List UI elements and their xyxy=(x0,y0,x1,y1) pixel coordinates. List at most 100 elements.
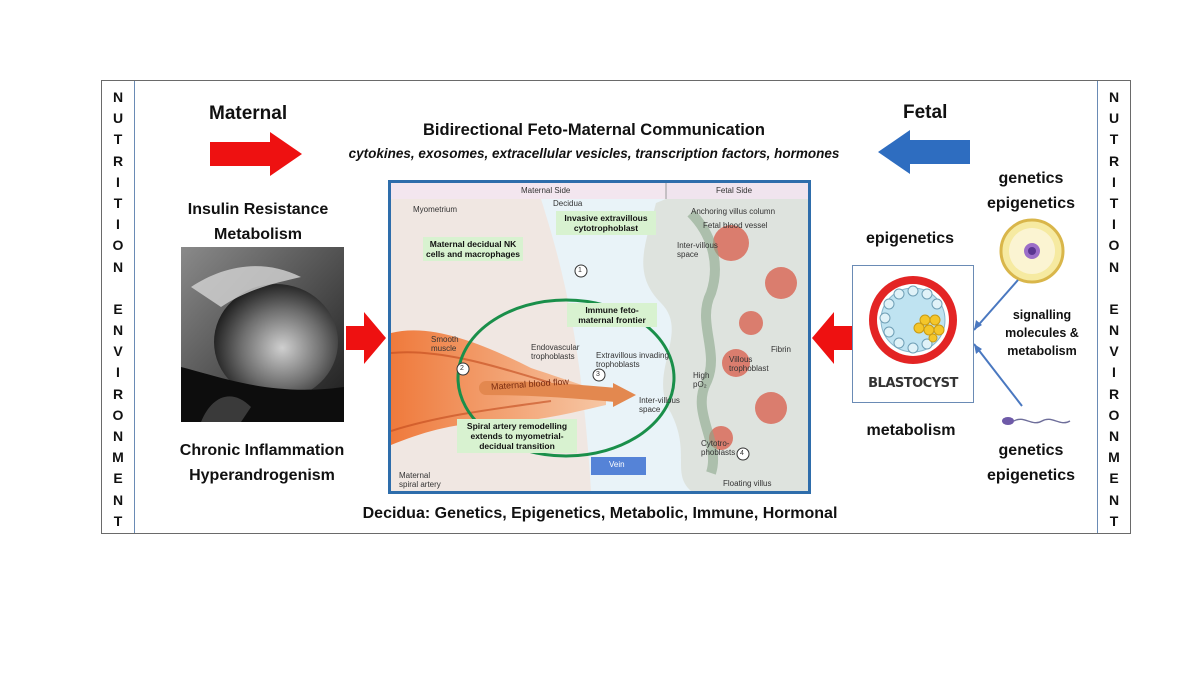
genetics-bottom-text: genetics xyxy=(998,442,1064,459)
callout-invasive: Invasive extravillous cytotrophoblast xyxy=(556,211,656,235)
vertical-letter: U xyxy=(112,110,124,127)
intervillous-line1: Inter-villous xyxy=(677,241,718,250)
marker-3: 3 xyxy=(596,371,600,378)
vertical-letter: I xyxy=(116,364,120,381)
epigenetics-bottom-text: epigenetics xyxy=(986,467,1076,484)
left-arrow-icon xyxy=(878,130,970,174)
epigenetics-top-text: epigenetics xyxy=(986,195,1076,212)
signalling-label: signalling molecules & metabolism xyxy=(990,306,1094,360)
maternal-label: Maternal xyxy=(209,103,288,124)
vertical-letter: E xyxy=(113,300,123,317)
callout-nk-cells: Maternal decidual NK cells and macrophag… xyxy=(423,237,523,261)
vertical-letter: N xyxy=(112,89,124,105)
intervillous-line2: space xyxy=(677,250,699,259)
vertical-letter: E xyxy=(113,470,123,487)
villous-line2: trophoblast xyxy=(729,364,769,373)
communication-subtitle: cytokines, exosomes, extracellular vesic… xyxy=(348,146,840,161)
vertical-letter: T xyxy=(1109,194,1119,211)
vertical-letter: N xyxy=(112,491,124,508)
fetal-side-header: Fetal Side xyxy=(716,186,753,195)
vertical-letter: R xyxy=(1108,152,1120,169)
smooth-line1: Smooth xyxy=(431,335,459,344)
vertical-letter: N xyxy=(112,428,124,444)
maternal-side-header: Maternal Side xyxy=(521,186,571,195)
smooth-muscle-label: Smooth muscle xyxy=(431,335,459,353)
decidua-small-label: Decidua xyxy=(553,199,583,208)
endo-line2: trophoblasts xyxy=(531,352,575,361)
cyto-line1: Cytotro- xyxy=(701,439,730,448)
left-arrow-icon xyxy=(812,312,852,364)
vertical-letter: O xyxy=(1108,237,1120,254)
metabolism-label: metabolism xyxy=(866,422,956,439)
fibrin-label: Fibrin xyxy=(771,345,792,354)
smooth-line2: muscle xyxy=(431,344,457,353)
decidua-footer: Decidua: Genetics, Epigenetics, Metaboli… xyxy=(362,505,838,522)
vertical-letter: T xyxy=(1109,512,1119,529)
vertical-letter: N xyxy=(1108,428,1120,444)
genetics-bottom-label: genetics epigenetics xyxy=(978,438,1084,488)
marker-2: 2 xyxy=(460,365,464,372)
diagram-frame xyxy=(101,80,1131,534)
right-arrow-icon xyxy=(210,132,302,176)
genetics-top-label: genetics epigenetics xyxy=(978,166,1084,216)
communication-title: Bidirectional Feto-Maternal Communicatio… xyxy=(423,121,765,139)
extravillous-label: Extravillous invading trophoblasts xyxy=(596,351,669,369)
vertical-letter: V xyxy=(113,343,123,360)
vein-label: Vein xyxy=(609,460,625,469)
oocyte-icon xyxy=(999,218,1065,284)
vertical-letter: O xyxy=(112,237,124,254)
villous-line1: Villous xyxy=(729,355,753,364)
vertical-letter: N xyxy=(1108,322,1120,339)
vertical-letter: T xyxy=(1109,131,1119,148)
intervillous-label: Inter-villous space xyxy=(677,241,718,259)
vertical-letter: I xyxy=(1112,364,1116,381)
decidua-placenta-figure: Maternal Side Fetal Side Myometrium Deci… xyxy=(388,180,811,494)
vertical-letter: U xyxy=(1108,110,1120,127)
vertical-letter: T xyxy=(113,131,123,148)
blastocyst-label: BLASTOCYST xyxy=(868,376,958,391)
vertical-letter: O xyxy=(112,406,124,423)
genetics-top-text: genetics xyxy=(998,170,1064,187)
vertical-letter: R xyxy=(1108,385,1120,402)
cytotrophoblasts-label: Cytotro- phoblasts xyxy=(701,439,735,457)
chronic-inflammation-text: Chronic Inflammation xyxy=(179,442,345,459)
vertical-letter: I xyxy=(1112,216,1116,233)
villous-trophoblast-label: Villous trophoblast xyxy=(729,355,769,373)
vertical-letter: N xyxy=(1108,491,1120,508)
vertical-letter: E xyxy=(1109,470,1119,487)
chronic-inflammation-label: Chronic Inflammation Hyperandrogenism xyxy=(162,438,362,488)
vertical-letter: I xyxy=(116,216,120,233)
cyto-line2: phoblasts xyxy=(701,448,736,457)
fetal-vessel-label: Fetal blood vessel xyxy=(703,221,768,230)
iv2-line2: space xyxy=(639,405,661,414)
iv2-line1: Inter-villous xyxy=(639,396,680,405)
callout-spiral-remodelling: Spiral artery remodelling extends to myo… xyxy=(457,419,577,453)
signalling-line1: signalling xyxy=(1012,308,1072,322)
vertical-letter: N xyxy=(1108,258,1120,275)
endovascular-label: Endovascular trophoblasts xyxy=(531,343,579,361)
hyperandrogenism-text: Hyperandrogenism xyxy=(189,467,335,484)
vertical-letter: M xyxy=(112,449,124,466)
marker-1: 1 xyxy=(578,267,582,274)
spiral-line1: Maternal xyxy=(399,471,431,480)
epigenetics-label: epigenetics xyxy=(865,230,955,247)
vertical-letter: O xyxy=(1108,406,1120,423)
spiral-artery-label: Maternal spiral artery xyxy=(399,471,441,489)
high-po2-label: High pO₂ xyxy=(693,371,709,389)
pregnancy-photo xyxy=(181,247,344,422)
blastocyst-box: BLASTOCYST xyxy=(852,265,974,403)
vertical-letter: M xyxy=(1108,449,1120,466)
evt-line2: trophoblasts xyxy=(596,360,640,369)
vertical-letter: E xyxy=(1109,300,1119,317)
vertical-letter: N xyxy=(1108,89,1120,105)
vertical-letter: N xyxy=(112,322,124,339)
signalling-line2: molecules & xyxy=(1005,326,1079,340)
vertical-letter: R xyxy=(112,385,124,402)
vertical-letter: I xyxy=(1112,173,1116,190)
metabolism-text: Metabolism xyxy=(213,226,302,243)
endo-line1: Endovascular xyxy=(531,343,580,352)
